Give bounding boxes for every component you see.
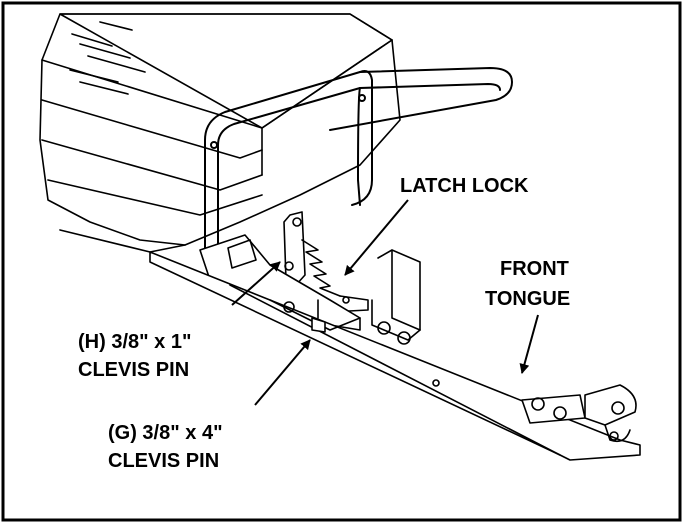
line-drawing bbox=[39, 13, 641, 461]
g-clevis-pin-label-line2: CLEVIS PIN bbox=[108, 450, 219, 472]
front-tongue-arrow bbox=[519, 314, 539, 374]
latch-lock-label: LATCH LOCK bbox=[400, 175, 529, 197]
latch-lock-arrow bbox=[344, 199, 409, 276]
h-clevis-pin-label-line1: (H) 3/8" x 1" bbox=[78, 331, 191, 353]
tongue-bracket bbox=[371, 249, 421, 345]
g-pin-arrow bbox=[254, 339, 311, 406]
front-tongue-bar bbox=[149, 251, 641, 461]
front-tongue-label-line1: FRONT bbox=[500, 258, 569, 280]
front-tongue-label-line2: TONGUE bbox=[485, 288, 570, 310]
hopper-body bbox=[39, 13, 401, 253]
h-pin-arrow bbox=[231, 261, 281, 306]
clevis-pins bbox=[283, 299, 326, 333]
handle bbox=[204, 67, 513, 256]
g-clevis-pin-label-line1: (G) 3/8" x 4" bbox=[108, 422, 223, 444]
callout-arrows bbox=[231, 199, 539, 406]
h-clevis-pin-label-line2: CLEVIS PIN bbox=[78, 359, 189, 381]
